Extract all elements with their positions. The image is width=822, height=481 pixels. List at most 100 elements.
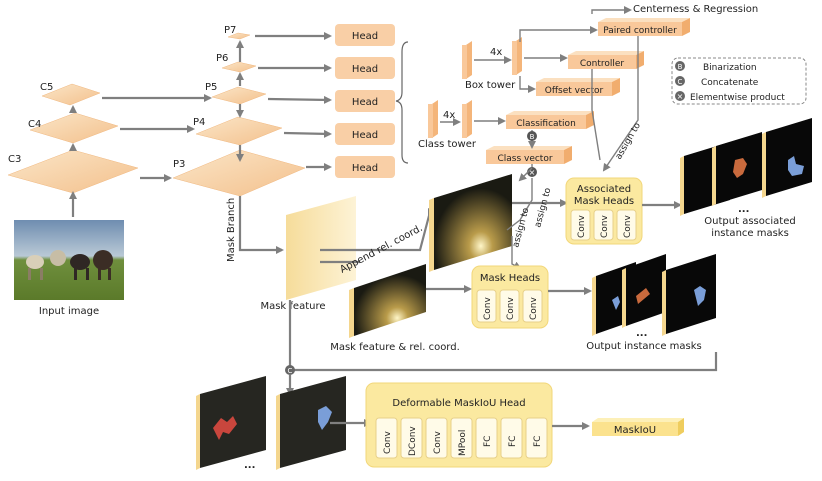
c4-label: C4	[28, 119, 41, 130]
centerness-regression-label: Centerness & Regression	[633, 4, 758, 15]
p3-label: P3	[173, 159, 185, 170]
feature-coord-slab-upper	[434, 174, 512, 270]
head-label-1: Head	[352, 31, 378, 42]
legend-x-symbol: ×	[677, 92, 684, 101]
assoc-conv-3: Conv	[623, 215, 633, 238]
offset-vector-label: Offset vector	[545, 86, 604, 96]
head-label-4: Head	[352, 130, 378, 141]
assign-to-label-2: assign to	[511, 206, 531, 248]
head-box-2	[335, 57, 395, 79]
concat-node	[285, 365, 295, 375]
maskiou-layer-2: DConv	[408, 426, 418, 456]
box-tower-bar-2	[516, 37, 522, 75]
head-label-3: Head	[352, 97, 378, 108]
assoc-output-dots: ...	[738, 204, 749, 215]
mask-conv-2: Conv	[506, 297, 516, 320]
legend-concatenate: Concatenate	[701, 78, 759, 88]
input-image: Input image	[14, 220, 124, 317]
class-tower-bar-1	[432, 100, 438, 138]
mask-feature-label: Mask feature	[260, 301, 325, 312]
maskiou-output-label: MaskIoU	[614, 425, 656, 436]
maskiou-layer-6: FC	[508, 436, 518, 447]
assoc-output-label-2: instance masks	[711, 228, 789, 239]
class-vector-label: Class vector	[497, 154, 552, 164]
input-image-caption: Input image	[39, 306, 99, 317]
p6-label: P6	[216, 53, 228, 64]
head-label-2: Head	[352, 64, 378, 75]
feature-coord-label: Mask feature & rel. coord.	[330, 342, 460, 353]
c3-plane	[7, 149, 139, 194]
classification-bar	[506, 115, 586, 129]
mask-feature-slab	[286, 196, 356, 300]
p5-label: P5	[205, 82, 217, 93]
maskiou-layer-4: MPool	[458, 430, 468, 456]
legend-box	[671, 57, 807, 105]
instance-output-label: Output instance masks	[586, 341, 702, 352]
c5-label: C5	[40, 82, 53, 93]
head-box-3	[335, 90, 395, 112]
head-box-5	[335, 156, 395, 178]
c4-plane	[29, 112, 119, 144]
head-label-5: Head	[352, 163, 378, 174]
maskiou-output-bar	[592, 422, 678, 436]
paired-controller-bar	[598, 22, 682, 36]
head-box-1	[335, 24, 395, 46]
offset-vector-bar	[536, 82, 612, 96]
maskiou-title: Deformable MaskIoU Head	[392, 398, 525, 409]
associated-heads-title-2: Mask Heads	[574, 196, 634, 207]
c3-label: C3	[8, 154, 21, 165]
controller-label: Controller	[580, 59, 625, 69]
maskiou-layer-7: FC	[533, 436, 543, 447]
legend-b-symbol: B	[678, 63, 683, 71]
mask-conv-3: Conv	[529, 297, 539, 320]
p4-label: P4	[193, 117, 205, 128]
class-vector-bar	[486, 150, 564, 164]
controller-bar	[568, 55, 636, 69]
heads: Head Head Head Head Head	[335, 24, 409, 178]
classification-label: Classification	[516, 119, 576, 129]
assign-to-label-3: assign to	[614, 121, 643, 162]
maskiou-layer-3: Conv	[433, 431, 443, 454]
p3-plane	[172, 149, 306, 197]
mask-branch: Mask Branch Mask feature Append rel. coo…	[226, 36, 812, 353]
mask-conv-1: Conv	[483, 297, 493, 320]
mask-heads-title: Mask Heads	[480, 273, 540, 284]
box-tower-label: Box tower	[465, 80, 516, 91]
elementwise-node	[527, 167, 537, 177]
legend-binarization: Binarization	[703, 63, 757, 73]
instance-output-dots: ...	[636, 328, 647, 339]
assign-to-label-1: assign to	[533, 186, 553, 228]
box-tower-repeat: 4x	[490, 47, 502, 58]
associated-heads-title-1: Associated	[577, 184, 631, 195]
fpn-p-levels: P3 P4 P5 P6 P7	[172, 25, 306, 197]
maskiou-section: C ... Deformable MaskIoU Head Conv DConv…	[196, 300, 718, 471]
elementwise-node-symbol: ×	[529, 168, 536, 177]
head-box-4	[335, 123, 395, 145]
maskiou-slice-2	[280, 376, 346, 468]
maskiou-slices-dots: ...	[244, 460, 255, 471]
head-brace	[395, 41, 409, 164]
associated-output-masks: ... Output associated instance masks	[680, 118, 812, 239]
assoc-conv-2: Conv	[600, 215, 610, 238]
class-tower-bar-2	[466, 100, 472, 138]
feature-coord-slab-lower	[354, 264, 426, 336]
towers: 4x Box tower 4x Class tower Paired contr…	[418, 4, 758, 177]
legend: B Binarization C Concatenate × Elementwi…	[671, 57, 807, 105]
assoc-output-label-1: Output associated	[704, 216, 795, 227]
maskiou-layer-1: Conv	[383, 431, 393, 454]
class-tower-repeat: 4x	[443, 110, 455, 121]
binarization-node	[527, 131, 537, 141]
p7-label: P7	[224, 25, 236, 36]
concat-node-symbol: C	[288, 367, 293, 375]
p6-plane	[221, 61, 257, 73]
legend-elementwise: Elementwise product	[690, 93, 785, 103]
fpn-c-levels: C3 C4 C5	[7, 82, 139, 194]
binarization-node-symbol: B	[530, 133, 535, 141]
paired-controller-label: Paired controller	[603, 26, 677, 36]
legend-c-symbol: C	[678, 78, 683, 86]
p4-plane	[195, 116, 283, 146]
mask-branch-label: Mask Branch	[226, 198, 237, 262]
maskiou-layer-5: FC	[483, 436, 493, 447]
maskiou-layers: Conv DConv Conv MPool FC FC FC	[375, 417, 548, 459]
